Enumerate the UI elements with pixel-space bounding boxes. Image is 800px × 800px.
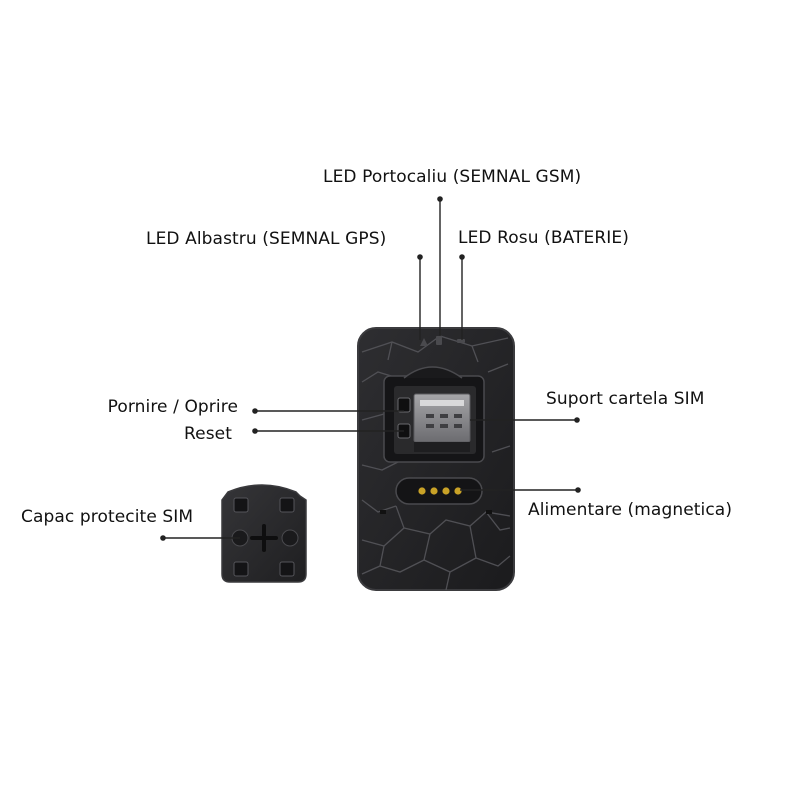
label-led-blue: LED Albastru (SEMNAL GPS): [146, 229, 387, 249]
label-led-orange: LED Portocaliu (SEMNAL GSM): [323, 167, 582, 187]
tracker-device: [357, 327, 515, 591]
sim-compartment: [383, 366, 485, 463]
callout-lines: [163, 200, 578, 539]
label-led-red: LED Rosu (BATERIE): [458, 228, 629, 248]
magnetic-charging-port: [395, 477, 483, 505]
sim-protection-cover: [221, 484, 307, 583]
label-sim-cover: Capac protecite SIM: [21, 507, 194, 527]
stone-texture: [361, 335, 511, 591]
label-sim-holder: Suport cartela SIM: [546, 389, 705, 409]
label-reset: Reset: [184, 424, 232, 444]
label-charging: Alimentare (magnetica): [528, 500, 733, 520]
led-indicators: [420, 336, 465, 346]
callout-dots: [160, 196, 581, 541]
label-power: Pornire / Oprire: [107, 397, 238, 417]
